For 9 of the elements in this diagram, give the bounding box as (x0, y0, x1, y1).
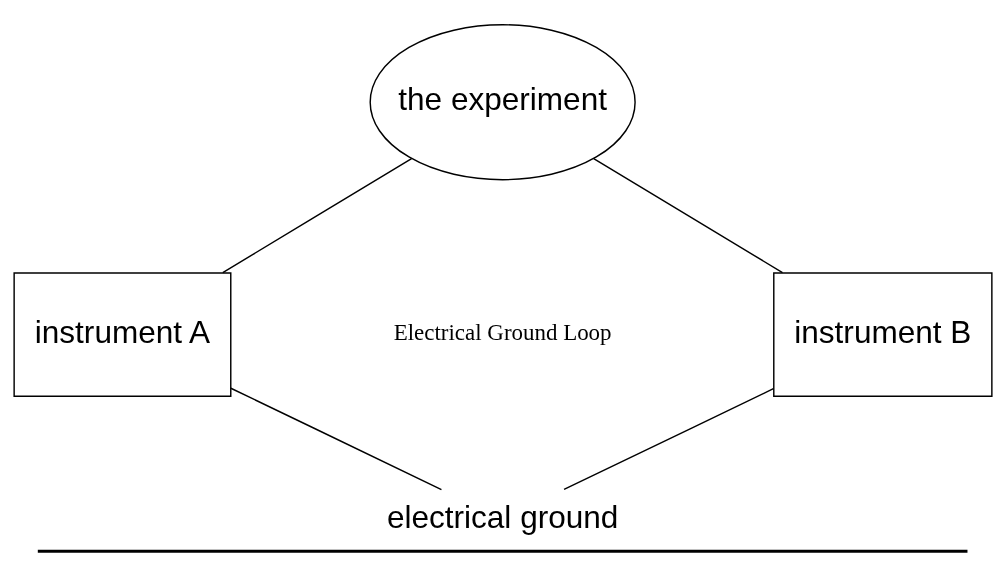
connector (230, 387, 443, 491)
connector (222, 157, 413, 274)
connector (563, 388, 775, 491)
node-box: instrument A (13, 272, 232, 398)
node-box: instrument B (773, 272, 993, 398)
node-text: electrical ground (386, 499, 619, 536)
label: Electrical Ground Loop (393, 320, 612, 346)
node-ellipse: the experiment (369, 24, 636, 181)
connector (593, 157, 784, 274)
